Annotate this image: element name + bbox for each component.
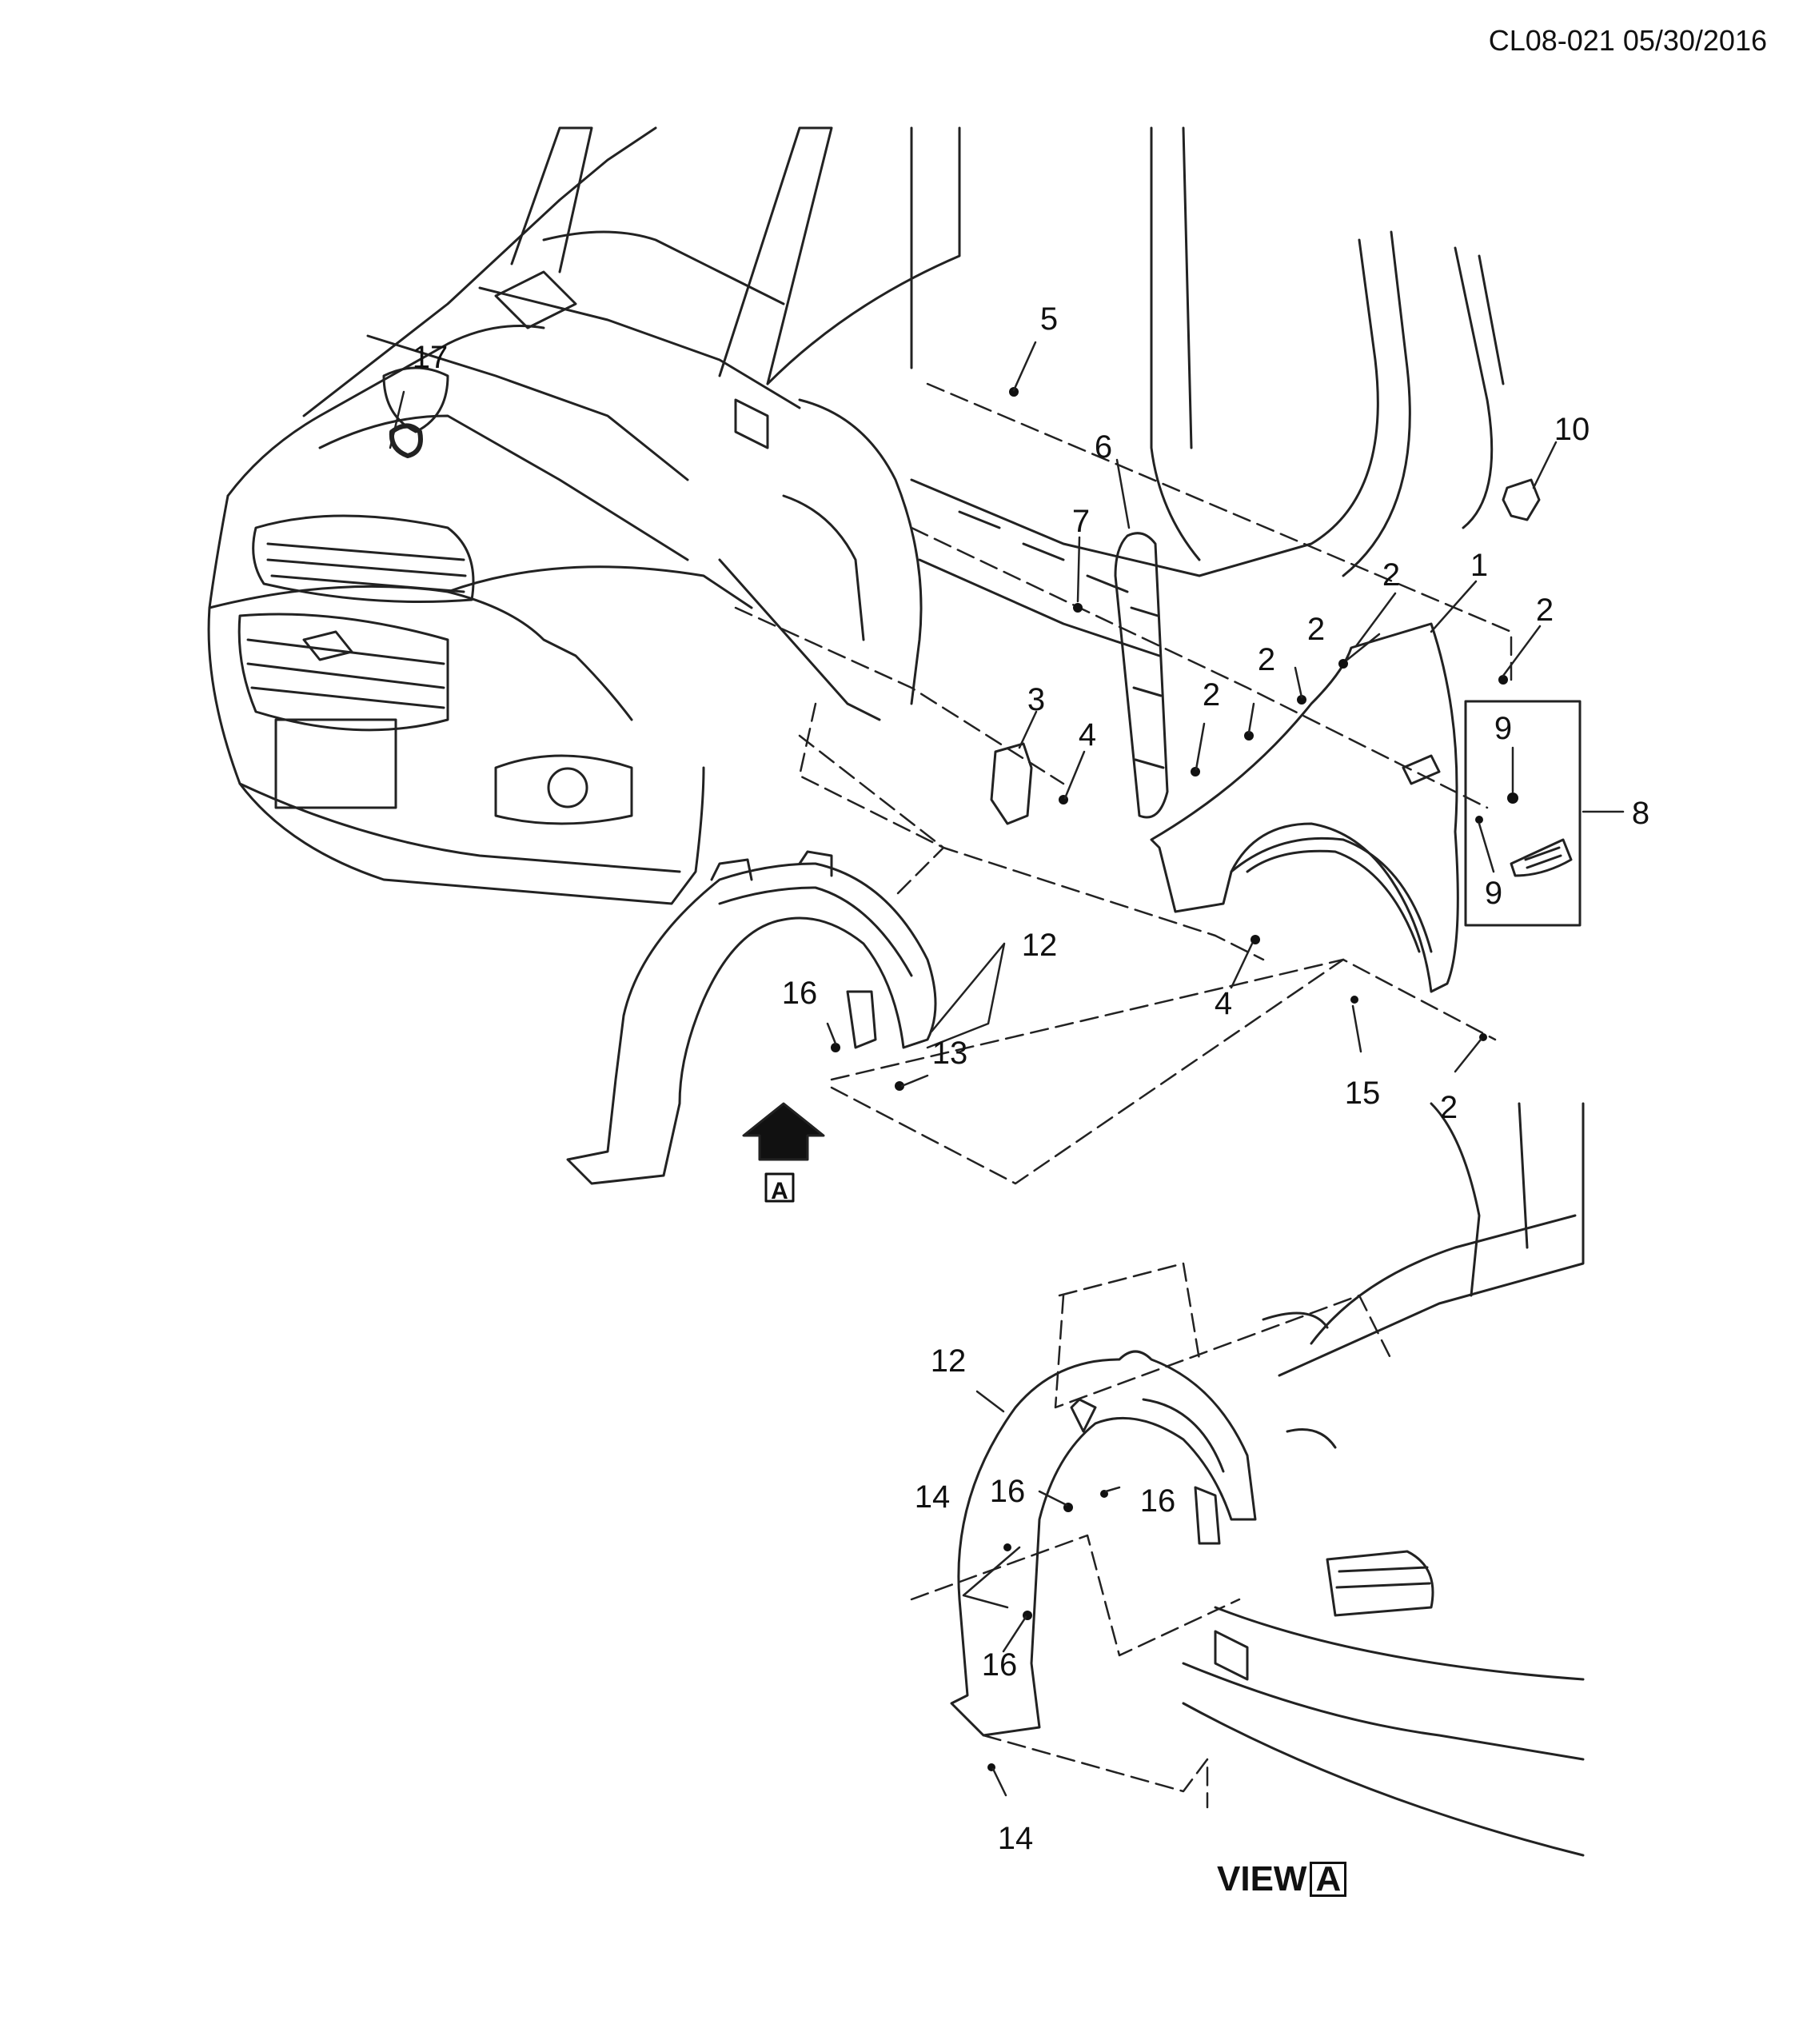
vent-8 <box>1510 838 1573 877</box>
fastener-dots <box>831 387 1518 1771</box>
callout-6: 6 <box>1095 429 1112 465</box>
callout-16-view-b: 16 <box>1140 1483 1176 1519</box>
callout-12-main: 12 <box>1022 928 1058 963</box>
callout-labels: 17 5 6 7 10 2 1 2 2 2 2 3 4 9 8 9 12 16 … <box>413 301 1649 1856</box>
callout-14-b: 14 <box>998 1821 1034 1856</box>
view-a-body <box>1182 1102 1585 1857</box>
insulator-6 <box>1114 532 1169 819</box>
callout-1: 1 <box>1470 548 1488 583</box>
callout-7: 7 <box>1072 504 1090 539</box>
callout-2-b: 2 <box>1536 593 1554 628</box>
view-a-arrow <box>742 1102 825 1161</box>
callout-16-view-a: 16 <box>990 1474 1026 1509</box>
view-letter: A <box>1310 1862 1347 1897</box>
view-a-liner <box>950 1350 1257 1737</box>
callout-9-b: 9 <box>1485 876 1502 911</box>
vent-kit-box <box>1464 700 1582 927</box>
liner-12 <box>566 850 937 1185</box>
callout-14-a: 14 <box>915 1479 951 1515</box>
callout-9-a: 9 <box>1494 711 1512 746</box>
leader-dashes <box>734 382 1513 1809</box>
callout-2-c: 2 <box>1307 612 1325 647</box>
callout-2-e: 2 <box>1203 677 1220 713</box>
callout-13: 13 <box>932 1036 968 1071</box>
callout-8: 8 <box>1632 796 1649 831</box>
arrow-letter-box <box>764 1172 795 1203</box>
callout-5: 5 <box>1040 301 1058 337</box>
grommet-17 <box>389 423 423 458</box>
callout-3: 3 <box>1027 682 1045 717</box>
vehicle-body <box>207 126 1505 905</box>
bracket-3 <box>990 742 1033 825</box>
callout-4-b: 4 <box>1215 986 1232 1021</box>
callout-16-main: 16 <box>782 976 818 1011</box>
callout-4-a: 4 <box>1079 717 1096 753</box>
callout-leaders <box>389 341 1625 1797</box>
arrow-letter: A <box>771 1178 788 1204</box>
callout-2-f: 2 <box>1440 1090 1458 1125</box>
callout-16-view-c: 16 <box>982 1647 1018 1683</box>
callout-12-view: 12 <box>931 1343 967 1379</box>
fender-1 <box>1150 622 1459 993</box>
clip-10 <box>1502 478 1541 521</box>
view-word: VIEW <box>1217 1859 1307 1898</box>
document-id: CL08-021 05/30/2016 <box>1488 24 1767 57</box>
callout-15: 15 <box>1345 1076 1381 1111</box>
callout-2-d: 2 <box>1258 642 1275 677</box>
callout-10: 10 <box>1554 412 1590 447</box>
callout-2-a: 2 <box>1382 557 1400 593</box>
callout-17: 17 <box>413 340 449 375</box>
